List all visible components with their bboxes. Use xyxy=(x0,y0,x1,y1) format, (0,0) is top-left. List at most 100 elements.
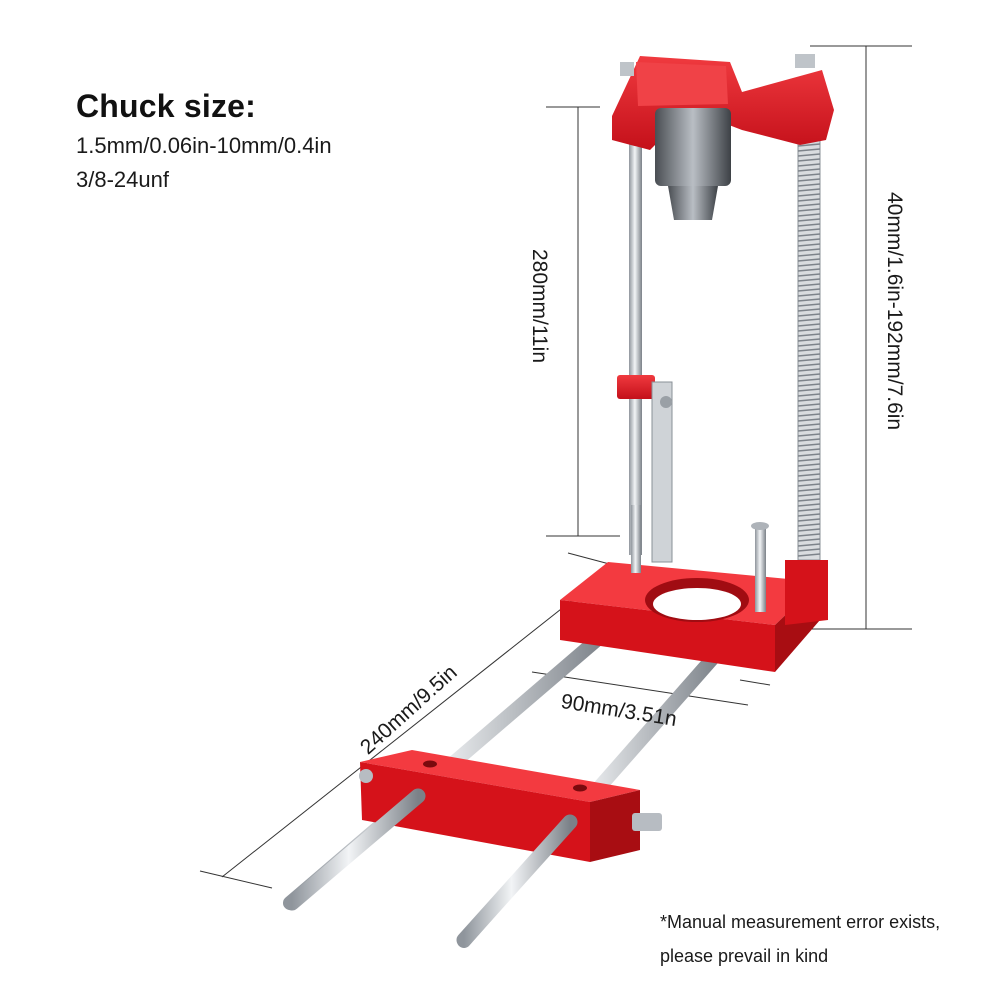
thread-line xyxy=(797,308,821,312)
thread-line xyxy=(797,423,821,427)
thread-line xyxy=(797,293,821,297)
thread-line xyxy=(797,468,821,472)
thread-line xyxy=(797,438,821,442)
thread-line xyxy=(797,508,821,512)
thread-line xyxy=(797,258,821,262)
thread-line xyxy=(797,378,821,382)
thread-line xyxy=(797,528,821,532)
thread-line xyxy=(797,403,821,407)
thread-line xyxy=(797,488,821,492)
thread-line xyxy=(797,333,821,337)
thread-line xyxy=(797,313,821,317)
thread-line xyxy=(797,273,821,277)
thread-line xyxy=(797,418,821,422)
column-threads xyxy=(797,133,821,557)
thread-line xyxy=(797,343,821,347)
depth-stop xyxy=(617,375,673,563)
thread-line xyxy=(797,278,821,282)
thread-line xyxy=(797,513,821,517)
thread-line xyxy=(797,538,821,542)
rod-ends xyxy=(284,788,578,948)
thread-line xyxy=(797,498,821,502)
thread-line xyxy=(797,268,821,272)
thread-line xyxy=(797,193,821,197)
thread-line xyxy=(797,533,821,537)
stop-pins xyxy=(751,522,769,612)
thread-line xyxy=(797,303,821,307)
column-foot xyxy=(785,560,828,625)
thread-line xyxy=(797,198,821,202)
thread-line xyxy=(797,368,821,372)
chuck-size-title: Chuck size: xyxy=(76,88,257,124)
dimension-column-height: 280mm/11in xyxy=(528,249,551,364)
thread-line xyxy=(797,383,821,387)
thread-line xyxy=(797,478,821,482)
thread-line xyxy=(797,348,821,352)
thread-line xyxy=(797,173,821,177)
thread-line xyxy=(797,188,821,192)
thread-line xyxy=(797,358,821,362)
thread-line xyxy=(797,263,821,267)
thread-line xyxy=(797,373,821,377)
thread-line xyxy=(797,213,821,217)
thread-line xyxy=(797,323,821,327)
thread-line xyxy=(797,158,821,162)
thread-line xyxy=(797,553,821,557)
thread-line xyxy=(797,238,821,242)
thread-line xyxy=(797,398,821,402)
thread-line xyxy=(797,253,821,257)
thread-line xyxy=(797,153,821,157)
chuck-thread-spec: 3/8-24unf xyxy=(76,167,169,192)
thread-line xyxy=(797,223,821,227)
thread-line xyxy=(797,178,821,182)
thread-line xyxy=(797,503,821,507)
thread-line xyxy=(797,353,821,357)
thread-line xyxy=(797,298,821,302)
thread-line xyxy=(797,283,821,287)
disclaimer-line-1: *Manual measurement error exists, xyxy=(660,912,941,932)
thread-line xyxy=(797,228,821,232)
thread-line xyxy=(797,163,821,167)
thread-line xyxy=(797,543,821,547)
thread-line xyxy=(797,428,821,432)
dimension-lines xyxy=(199,45,912,889)
front-clamp xyxy=(359,750,662,862)
thread-line xyxy=(797,288,821,292)
thread-line xyxy=(797,518,821,522)
thread-line xyxy=(797,393,821,397)
thread-line xyxy=(797,483,821,487)
thread-line xyxy=(797,248,821,252)
thread-line xyxy=(797,183,821,187)
smooth-column xyxy=(629,115,642,573)
thread-line xyxy=(797,143,821,147)
thread-line xyxy=(797,453,821,457)
chuck-size-range: 1.5mm/0.06in-10mm/0.4in xyxy=(76,133,332,158)
thread-line xyxy=(797,338,821,342)
main-base xyxy=(560,562,820,672)
thread-line xyxy=(797,148,821,152)
thread-line xyxy=(797,233,821,237)
thread-line xyxy=(797,363,821,367)
thread-line xyxy=(797,208,821,212)
thread-line xyxy=(797,443,821,447)
thread-line xyxy=(797,168,821,172)
thread-line xyxy=(797,463,821,467)
thread-line xyxy=(797,473,821,477)
thread-line xyxy=(797,218,821,222)
thread-line xyxy=(797,408,821,412)
thread-line xyxy=(797,433,821,437)
thread-line xyxy=(797,448,821,452)
dimension-depth-range: 40mm/1.6in-192mm/7.6in xyxy=(883,192,906,431)
thread-line xyxy=(797,318,821,322)
thread-line xyxy=(797,548,821,552)
thread-line xyxy=(797,388,821,392)
thread-line xyxy=(797,493,821,497)
disclaimer-line-2: please prevail in kind xyxy=(660,946,829,966)
thread-line xyxy=(797,243,821,247)
chuck xyxy=(655,108,731,220)
thread-line xyxy=(797,203,821,207)
thread-line xyxy=(797,413,821,417)
thread-line xyxy=(797,328,821,332)
thread-line xyxy=(797,458,821,462)
